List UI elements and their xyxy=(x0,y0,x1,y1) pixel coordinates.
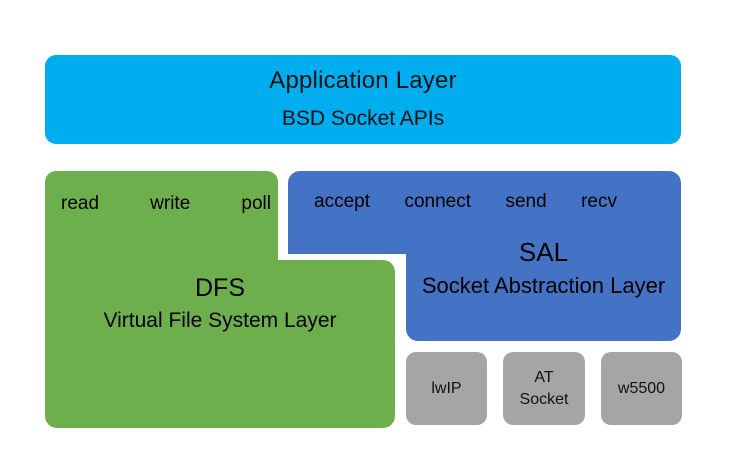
dfs-api-write[interactable]: write xyxy=(150,193,191,214)
dfs-title-group: DFS Virtual File System Layer xyxy=(45,274,395,333)
sal-shape-lower xyxy=(406,231,681,341)
dfs-shape-lower xyxy=(45,260,395,428)
dfs-subtitle: Virtual File System Layer xyxy=(103,309,337,332)
dfs-title: DFS xyxy=(195,274,245,302)
sal-api-list: accept connect send recv xyxy=(314,191,617,213)
sal-subtitle: Socket Abstraction Layer xyxy=(421,273,666,298)
driver-box-at-socket[interactable]: AT Socket xyxy=(503,352,585,425)
dfs-api-read[interactable]: read xyxy=(61,193,100,214)
driver-lwip-label-line1: lwIP xyxy=(431,379,462,397)
dfs-api-list: read write poll xyxy=(61,193,271,215)
sal-api-accept[interactable]: accept xyxy=(314,191,370,212)
dfs-api-poll[interactable]: poll xyxy=(241,193,271,214)
driver-box-lwip[interactable]: lwIP xyxy=(406,352,487,425)
sal-api-send[interactable]: send xyxy=(505,191,547,212)
sal-title: SAL xyxy=(518,237,569,267)
driver-at-label-line2: Socket xyxy=(519,390,569,408)
application-layer-block[interactable]: Application Layer BSD Socket APIs xyxy=(45,55,681,144)
driver-at-label-line1: AT xyxy=(534,368,554,386)
sal-layer-block[interactable]: accept connect send recv SAL Socket Abst… xyxy=(288,171,681,341)
sal-title-group: SAL Socket Abstraction Layer xyxy=(406,237,681,299)
sal-api-recv[interactable]: recv xyxy=(581,191,617,212)
driver-w5500-label-line1: w5500 xyxy=(617,379,666,397)
application-layer-subtitle: BSD Socket APIs xyxy=(281,107,445,131)
dfs-layer-block[interactable]: read write poll DFS Virtual File System … xyxy=(45,171,395,428)
sal-api-connect[interactable]: connect xyxy=(404,191,471,212)
driver-box-w5500[interactable]: w5500 xyxy=(601,352,682,425)
application-layer-title: Application Layer xyxy=(269,66,457,94)
